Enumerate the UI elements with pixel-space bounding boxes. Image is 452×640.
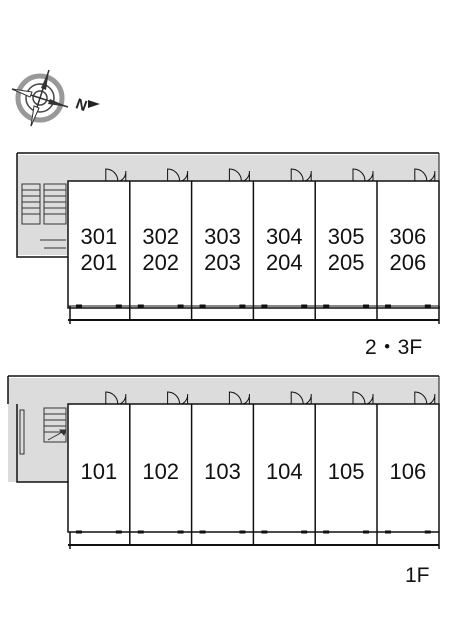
door-swing-icon xyxy=(228,168,250,182)
floor-label-upper: 2・3F xyxy=(365,336,422,359)
unit-number: 304 xyxy=(266,224,303,249)
stairs xyxy=(21,183,67,249)
floor-label-ground: 1F xyxy=(405,564,430,587)
unit: 102 xyxy=(129,391,189,546)
unit-number: 102 xyxy=(142,459,179,484)
unit-number: 302 xyxy=(142,224,179,249)
stair-landing xyxy=(8,378,68,482)
unit-number: 201 xyxy=(81,250,118,275)
north-arrow-icon xyxy=(88,100,100,108)
unit-number: 303 xyxy=(204,224,241,249)
unit-number: 104 xyxy=(266,459,303,484)
door-swing-icon xyxy=(414,168,436,182)
unit-number: 105 xyxy=(328,459,365,484)
unit: 104 xyxy=(252,391,312,546)
stair-landing xyxy=(17,155,68,255)
unit-number: 203 xyxy=(204,250,241,275)
unit-number: 305 xyxy=(328,224,365,249)
compass-rose-icon xyxy=(11,69,69,127)
unit-number: 106 xyxy=(390,459,427,484)
door-swing-icon xyxy=(105,168,127,182)
unit: 106 xyxy=(376,391,436,546)
door-swing-icon xyxy=(167,168,189,182)
unit-number: 202 xyxy=(142,250,179,275)
corridor xyxy=(17,155,439,181)
unit-number: 206 xyxy=(390,250,427,275)
unit: 105 xyxy=(314,391,374,546)
north-indicator: N xyxy=(73,95,100,115)
floor-plan-ground: 101 102 103 104 105 106 1F xyxy=(7,375,440,587)
unit-number: 204 xyxy=(266,250,303,275)
door-swing-icon xyxy=(105,391,127,405)
unit: 101 xyxy=(76,391,127,534)
unit-number: 103 xyxy=(204,459,241,484)
door-swing-icon xyxy=(167,391,189,405)
compass-north-label: N xyxy=(73,95,89,115)
stairs xyxy=(19,407,67,455)
unit-number: 301 xyxy=(81,224,118,249)
door-swing-icon xyxy=(228,391,250,405)
door-swing-icon xyxy=(352,168,374,182)
unit-number: 306 xyxy=(390,224,427,249)
unit-number: 101 xyxy=(81,459,118,484)
door-swing-icon xyxy=(352,391,374,405)
door-swing-icon xyxy=(290,391,312,405)
unit: 103 xyxy=(190,391,250,546)
door-swing-icon xyxy=(414,391,436,405)
unit-number: 205 xyxy=(328,250,365,275)
door-swing-icon xyxy=(290,168,312,182)
corridor xyxy=(8,378,439,404)
